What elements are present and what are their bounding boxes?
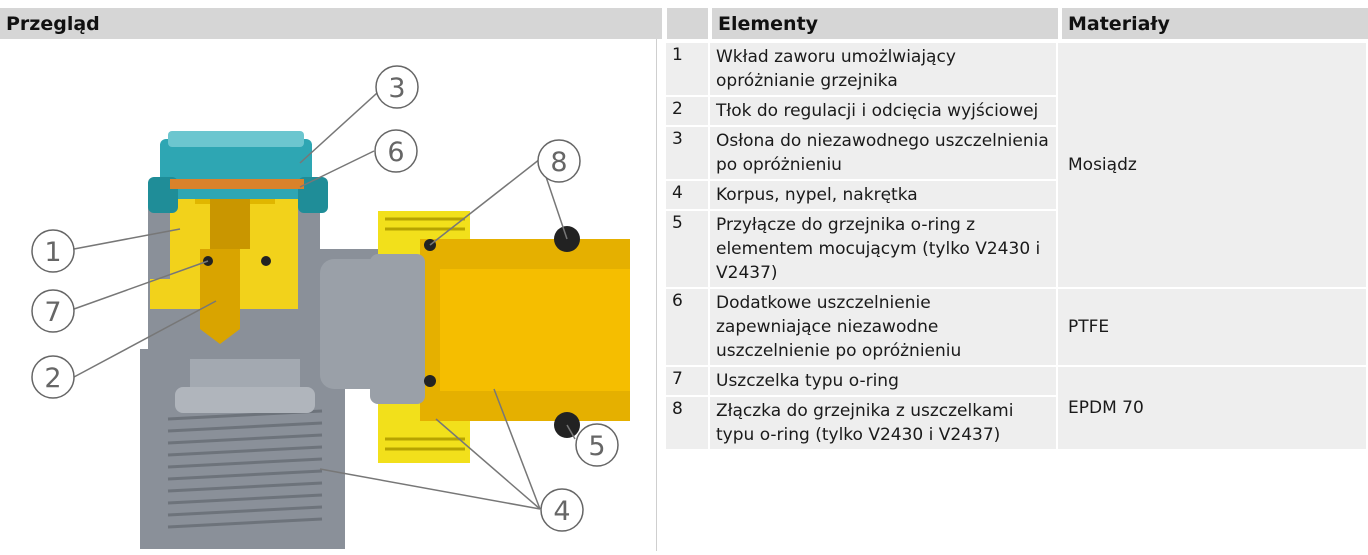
table-row: 8 Złączka do grzejnika z uszczelkami typ… bbox=[664, 395, 1367, 451]
svg-text:3: 3 bbox=[388, 73, 405, 104]
callout-8: 8 bbox=[537, 139, 581, 183]
row-element: Przyłącze do grzejnika o-ring z elemente… bbox=[708, 209, 1058, 289]
callouts: 3 6 1 7 2 8 5 4 bbox=[31, 65, 619, 532]
row-element: Korpus, nypel, nakrętka bbox=[708, 179, 1058, 211]
table-row: 4 Korpus, nypel, nakrętka bbox=[664, 179, 1367, 211]
overview-header-label: Przegląd bbox=[6, 13, 100, 35]
svg-text:5: 5 bbox=[588, 431, 605, 462]
valve-cross-section-diagram: 3 6 1 7 2 8 5 4 bbox=[0, 39, 662, 551]
svg-text:1: 1 bbox=[44, 237, 61, 268]
radiator-connector bbox=[370, 211, 630, 463]
row-number: 1 bbox=[664, 41, 710, 97]
row-number: 4 bbox=[664, 179, 710, 211]
valve-drawing: 3 6 1 7 2 8 5 4 bbox=[31, 65, 630, 549]
table-row: 3 Osłona do niezawodnego uszczelnienia p… bbox=[664, 125, 1367, 181]
row-number: 8 bbox=[664, 395, 710, 451]
ptfe-seal bbox=[170, 179, 304, 189]
row-element: Wkład zaworu umożlwiający opróżnianie gr… bbox=[708, 41, 1058, 97]
callout-4: 4 bbox=[540, 488, 584, 532]
callout-5: 5 bbox=[575, 423, 619, 467]
number-header bbox=[667, 8, 708, 39]
svg-text:6: 6 bbox=[387, 137, 404, 168]
row-number: 3 bbox=[664, 125, 710, 181]
material-ptfe: PTFE bbox=[1056, 287, 1368, 367]
overview-header: Przegląd bbox=[0, 8, 662, 39]
row-element: Dodatkowe uszczelnienie zapewniające nie… bbox=[708, 287, 1058, 367]
callout-1: 1 bbox=[31, 229, 75, 273]
table-row: 6 Dodatkowe uszczelnienie zapewniające n… bbox=[664, 287, 1368, 367]
svg-text:8: 8 bbox=[550, 147, 567, 178]
callout-2: 2 bbox=[31, 355, 75, 399]
table-row: 5 Przyłącze do grzejnika o-ring z elemen… bbox=[664, 209, 1367, 289]
parts-table: 1 Wkład zaworu umożlwiający opróżnianie … bbox=[664, 41, 1368, 451]
elements-header: Elementy bbox=[712, 8, 1058, 39]
table-row: 2 Tłok do regulacji i odcięcia wyjściowe… bbox=[664, 95, 1367, 127]
row-number: 6 bbox=[664, 287, 710, 367]
row-element: Uszczelka typu o-ring bbox=[708, 365, 1058, 397]
svg-text:7: 7 bbox=[44, 297, 61, 328]
row-element: Osłona do niezawodnego uszczelnienia po … bbox=[708, 125, 1058, 181]
table-row: 7 Uszczelka typu o-ring EPDM 70 bbox=[664, 365, 1368, 451]
material-brass: Mosiądz bbox=[1056, 41, 1368, 289]
material-epdm: EPDM 70 bbox=[1056, 365, 1368, 451]
row-number: 7 bbox=[664, 365, 710, 397]
callout-6: 6 bbox=[374, 129, 418, 173]
row-number: 2 bbox=[664, 95, 710, 127]
materials-header-label: Materiały bbox=[1068, 13, 1170, 35]
svg-text:2: 2 bbox=[44, 363, 61, 394]
row-element: Tłok do regulacji i odcięcia wyjściowej bbox=[708, 95, 1058, 127]
row-number: 5 bbox=[664, 209, 710, 289]
callout-3: 3 bbox=[375, 65, 419, 109]
svg-text:4: 4 bbox=[553, 496, 570, 527]
row-element: Złączka do grzejnika z uszczelkami typu … bbox=[708, 395, 1058, 451]
callout-7: 7 bbox=[31, 289, 75, 333]
materials-header: Materiały bbox=[1062, 8, 1368, 39]
column-divider bbox=[656, 39, 657, 551]
table-row: 1 Wkład zaworu umożlwiający opróżnianie … bbox=[664, 41, 1368, 289]
elements-header-label: Elementy bbox=[718, 13, 819, 35]
